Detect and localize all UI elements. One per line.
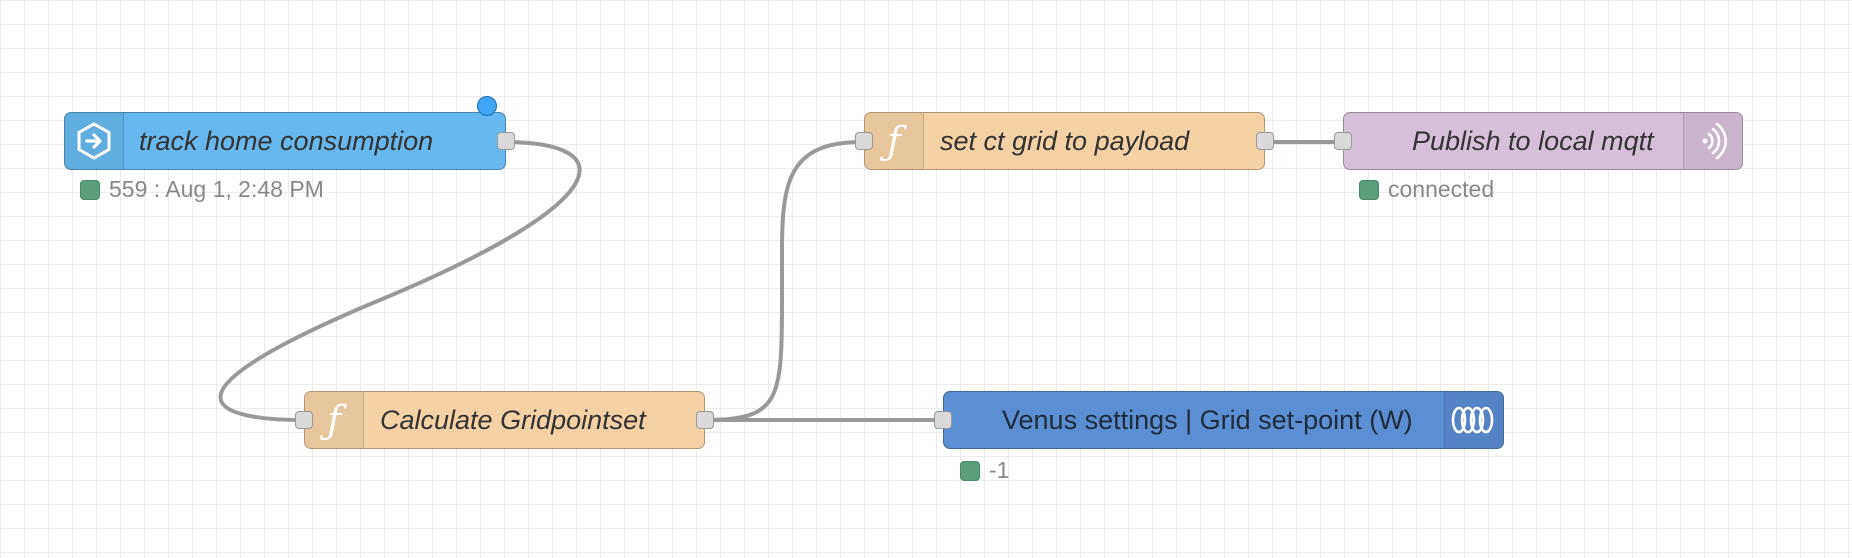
status-venus-settings: -1 bbox=[960, 457, 1009, 484]
function-glyph: ƒ bbox=[326, 398, 342, 442]
status-dot bbox=[80, 179, 100, 200]
changed-indicator bbox=[477, 96, 497, 116]
input-port[interactable] bbox=[295, 411, 313, 429]
mqtt-signal-icon bbox=[1683, 113, 1742, 169]
victron-node-venus-settings[interactable]: Venus settings | Grid set-point (W) bbox=[934, 391, 1504, 449]
status-track-home-consumption: 559 : Aug 1, 2:48 PM bbox=[80, 176, 324, 203]
output-port[interactable] bbox=[696, 411, 714, 429]
mqtt-out-node-publish[interactable]: Publish to local mqtt bbox=[1334, 112, 1743, 170]
function-node-calculate-gridpointset[interactable]: ƒ Calculate Gridpointset bbox=[295, 391, 714, 449]
wire-track-to-calculate[interactable] bbox=[218, 140, 582, 422]
node-label: track home consumption bbox=[139, 125, 434, 156]
function-icon: ƒ bbox=[865, 113, 924, 169]
wire-calculate-to-setct[interactable] bbox=[704, 140, 863, 422]
node-label: Publish to local mqtt bbox=[1412, 125, 1654, 156]
inject-arrow-icon[interactable] bbox=[65, 113, 124, 169]
node-label: Venus settings | Grid set-point (W) bbox=[1002, 404, 1413, 435]
status-dot bbox=[960, 460, 980, 481]
status-text: -1 bbox=[989, 457, 1010, 483]
status-text: connected bbox=[1388, 176, 1495, 202]
function-glyph: ƒ bbox=[886, 119, 902, 163]
status-dot bbox=[1359, 179, 1379, 200]
node-label: Calculate Gridpointset bbox=[380, 404, 646, 435]
input-port[interactable] bbox=[934, 411, 952, 429]
status-publish-mqtt: connected bbox=[1359, 176, 1494, 203]
node-label: set ct grid to payload bbox=[940, 125, 1190, 156]
inject-node-track-home-consumption[interactable]: track home consumption bbox=[64, 112, 515, 170]
status-text: 559 : Aug 1, 2:48 PM bbox=[109, 176, 324, 202]
input-port[interactable] bbox=[855, 132, 873, 150]
input-port[interactable] bbox=[1334, 132, 1352, 150]
function-icon: ƒ bbox=[305, 392, 364, 448]
output-port[interactable] bbox=[497, 132, 515, 150]
output-port[interactable] bbox=[1256, 132, 1274, 150]
function-node-set-ct-grid[interactable]: ƒ set ct grid to payload bbox=[855, 112, 1274, 170]
victron-logo-icon bbox=[1444, 392, 1503, 448]
